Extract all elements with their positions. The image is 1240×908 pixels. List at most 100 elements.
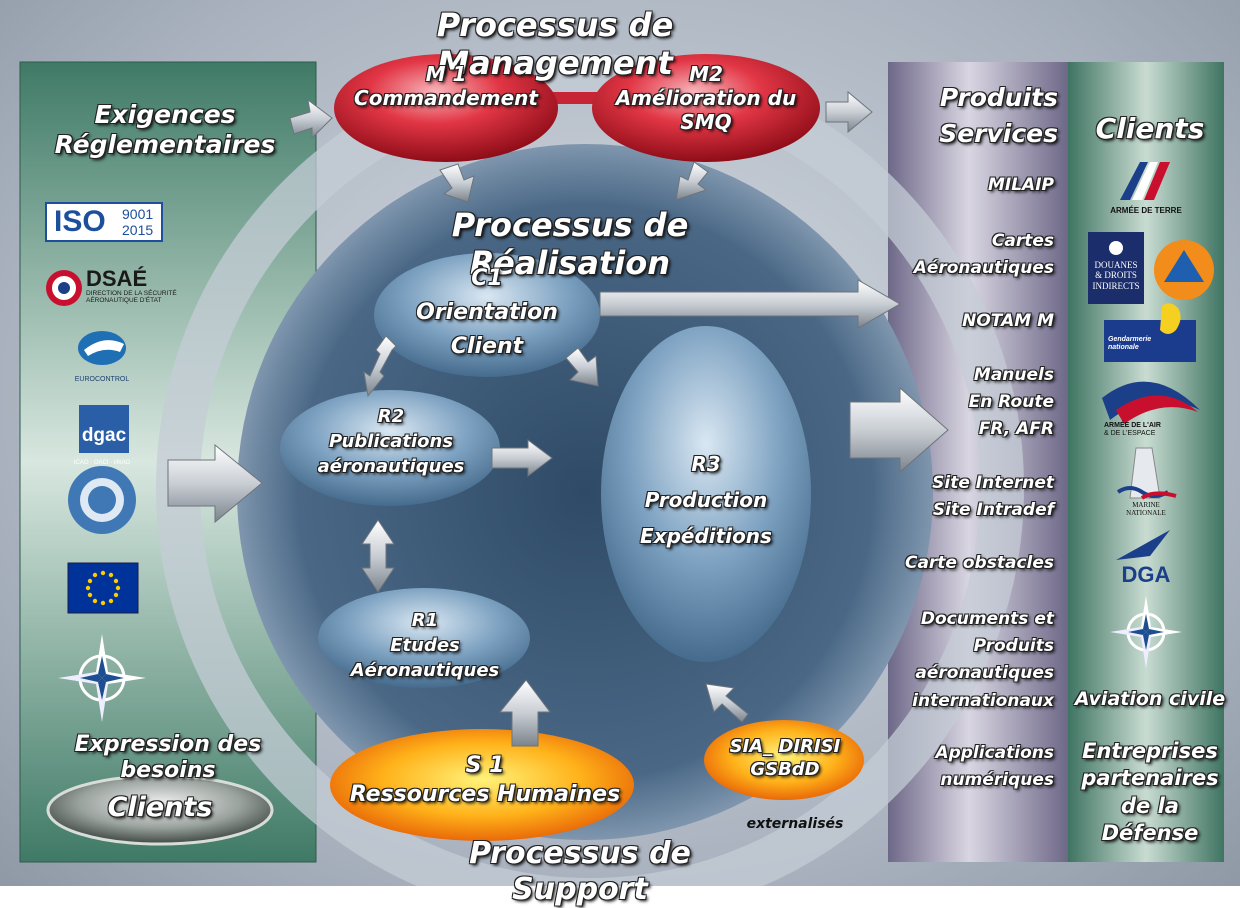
r3-line1: Production [644,488,768,512]
gendarmerie-text: Gendarmerie nationale [1108,336,1168,353]
c1-label: C1 Orientation Client [376,262,598,364]
product-item-line: Site Intradef [932,500,1054,521]
product-item-line: numériques [940,770,1054,791]
r2-label: R2 Publications aéronautiques [282,404,500,480]
arrow-r2-to-r3 [491,439,553,477]
products-title: Produits Services [890,80,1058,153]
r2-ellipse [280,390,500,506]
exigences-title: Exigences Réglementaires [40,100,290,160]
entreprises-line2: partenaires [1081,766,1219,791]
sia-label: SIA_ DIRISI GSBdD [708,736,862,781]
r3-line2: Expéditions [640,524,772,548]
nato-compass-left [58,634,146,722]
title-management: Processus de Management [436,6,674,83]
products-title2: Services [939,119,1058,149]
r2-line1: Publications [328,431,454,453]
exigences-line2: Réglementaires [54,130,276,159]
marine-line1: MARINE [1132,501,1160,509]
r2-line2: aéronautiques [317,456,465,478]
iso-logo: ISO 9001 2015 [48,205,160,239]
exigences-line1: Exigences [94,100,236,129]
dga-mark [1116,530,1170,560]
armee-terre-text: ARMÉE DE TERRE [1110,206,1182,215]
m2-label: M2 Amélioration du SMQ [592,62,820,134]
s1-code: S 1 [465,753,505,778]
s1-name: Ressources Humaines [349,781,621,807]
icao-text: ICAO · OACI · ИКАО [73,460,131,466]
s1-ellipse [330,729,634,841]
r1-ellipse [318,588,530,688]
m1-name: Commandement [354,86,538,110]
product-item-line: aéronautiques [915,663,1054,684]
entreprises-label: Entreprises partenaires de la Défense [1070,738,1230,847]
product-item-line: Cartes [991,231,1054,251]
r1-code: R1 [411,610,439,631]
product-item-line: Site Internet [932,473,1054,493]
arrow-s1-to-r1 [498,679,551,747]
expression-besoins: Expression des besoins [74,732,262,784]
arrow-m2-down [675,161,709,201]
nato-compass-right [1110,596,1182,668]
dsae-sub2: AÉRONAUTIQUE D'ÉTAT [86,297,162,304]
gendarmerie-line2: nationale [1108,344,1139,352]
sia-line1: SIA_ DIRISI [729,736,841,757]
c1-ellipse [374,253,600,377]
dga-text: DGA [1121,562,1171,587]
product-item-line: En Route [968,392,1054,413]
product-item-line: Manuels [973,365,1054,385]
iso-logo-frame [45,202,163,242]
r2-code: R2 [377,406,405,427]
c1-line1: Orientation [416,300,558,326]
marine-line2: NATIONALE [1126,508,1166,517]
gendarmerie-logo [1104,320,1196,362]
douanes-text: DOUANES & DROITS INDIRECTS [1088,260,1144,291]
product-item-line: Carte obstacles [904,553,1054,573]
r3-code: R3 [691,452,721,476]
aviation-civile: Aviation civile [1074,688,1226,710]
m2-ellipse [592,54,820,162]
title-realisation: Processus de Réalisation [451,206,689,283]
product-item: Carte obstacles [892,550,1054,577]
dsae-logo: DSAÉ DIRECTION DE LA SÉCURITÉ AÉRONAUTIQ… [86,266,196,305]
product-item-line: Produits [973,636,1054,657]
dgac-text: dgac [81,425,127,446]
douanes-line3: INDIRECTS [1092,280,1140,291]
marine-logo [1129,447,1161,499]
m1-label: M 1 Commandement [336,62,556,110]
r3-ellipse [601,326,811,662]
arrow-r3-to-products [849,386,949,474]
r3-label: R3 Production Expéditions [610,446,802,554]
s1-label: S 1 Ressources Humaines [340,752,630,809]
product-item: NOTAM M [892,308,1054,335]
product-item-line: MILAIP [987,175,1054,195]
arrow-c1-to-r3 [565,347,599,387]
arrow-exigences-to-realisation [167,443,263,524]
arrow-sia-to-r3 [705,683,749,723]
douanes-line1: DOUANES [1094,260,1138,270]
iso-num1: 9001 [122,206,154,222]
c1-code: C1 [471,266,503,291]
dsae-sub1: DIRECTION DE LA SÉCURITÉ [86,290,177,297]
product-item-line: Documents et [920,609,1054,629]
eu-stars [85,570,121,606]
m2-code: M2 [689,62,723,86]
dsae-text: DSAÉ [86,266,148,291]
douanes-line2: & DROITS [1095,270,1137,281]
clients-button[interactable]: Clients [107,792,213,823]
armee-air-line1: ARMÉE DE L'AIR [1104,422,1161,429]
iso-text: ISO [54,205,106,238]
product-item-line: Aéronautiques [913,258,1054,279]
arrow-exigences-to-m1 [289,98,333,140]
c1-line2: Client [450,334,524,360]
arrow-m1-down [439,163,475,203]
m2-name: Amélioration du SMQ [615,86,797,134]
clients-button-shape [46,774,274,846]
arrow-c1-to-products [599,279,902,329]
diagram-graphics [19,54,1224,886]
r1-name: Etudes Aéronautiques [350,635,500,682]
sia-ellipse [704,720,864,800]
